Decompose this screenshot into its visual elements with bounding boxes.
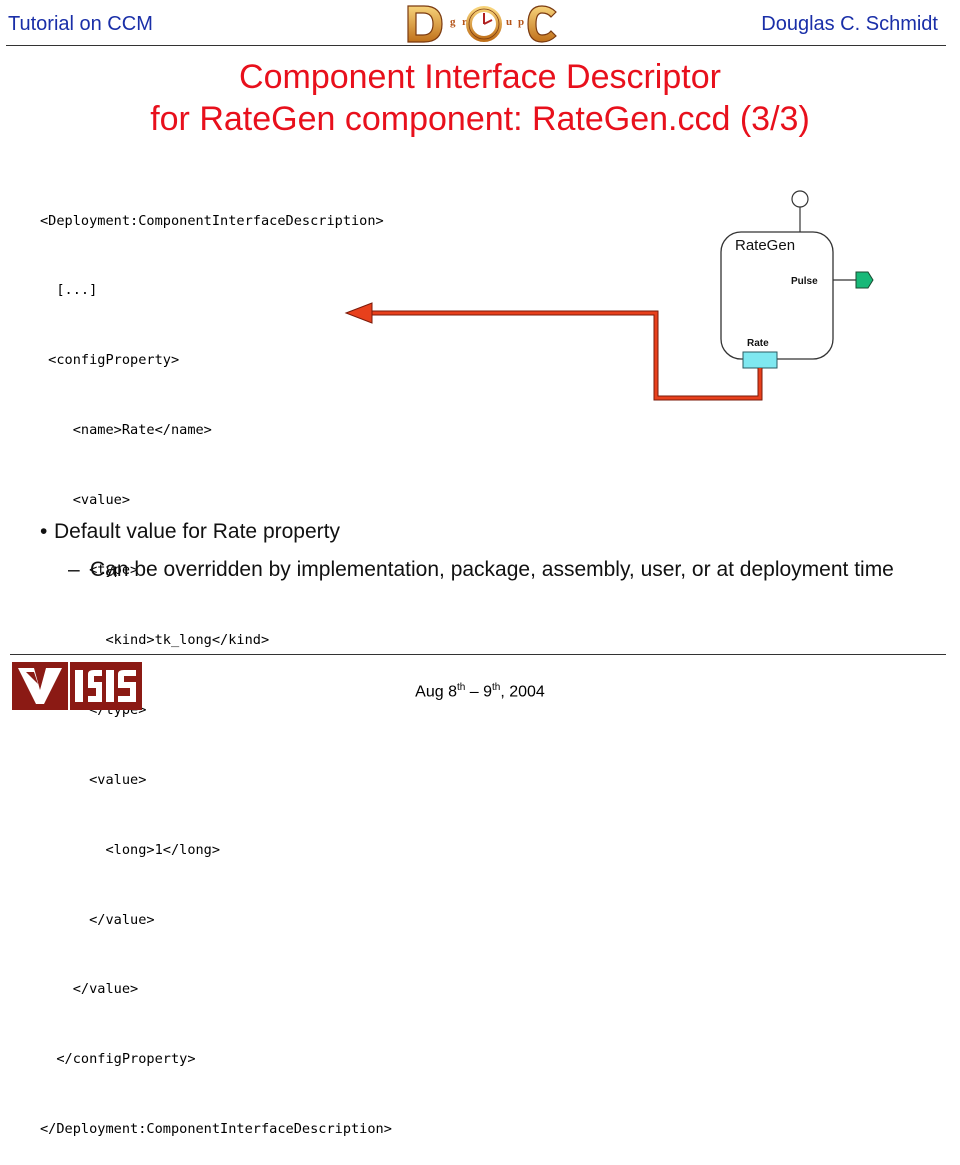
code-line: <value> [40, 771, 147, 788]
slide-title-line1: Component Interface Descriptor [239, 58, 721, 96]
date-sup-1: th [456, 682, 466, 693]
code-line: </value> [40, 911, 155, 928]
code-line: <Deployment:ComponentInterfaceDescriptio… [40, 212, 384, 229]
code-line: <configProperty> [40, 352, 180, 369]
sub-bullet-item: – Can be overridden by implementation, p… [40, 556, 910, 584]
rate-attribute-port-icon [742, 351, 778, 369]
footer-divider [10, 654, 946, 655]
logo-letter-r: r [462, 16, 467, 28]
pulse-event-source-icon [855, 271, 874, 289]
header-divider [6, 45, 946, 46]
date-sup-2: th [492, 682, 501, 693]
slide-title-line2: for RateGen component: RateGen.ccd (3/3) [150, 100, 810, 138]
logo-letter-p: p [518, 16, 524, 28]
arrow-head-icon [344, 302, 373, 324]
dash-icon: – [68, 558, 80, 581]
header-right-author: Douglas C. Schmidt [761, 13, 938, 35]
header-left-title: Tutorial on CCM [8, 13, 153, 35]
vanderbilt-isis-logo [12, 662, 142, 710]
code-line: [...] [40, 282, 98, 299]
rate-port-label: Rate [747, 338, 769, 349]
bullet-list: • Default value for Rate property – Can … [40, 518, 910, 584]
logo-letter-g: g [450, 16, 456, 28]
code-line: <long>1</long> [40, 841, 221, 858]
bullet-item: • Default value for Rate property [40, 518, 910, 546]
component-name-label: RateGen [735, 237, 795, 254]
sub-bullet-text: Can be overridden by implementation, pac… [90, 558, 894, 581]
footer-date: Aug 8th – 9th, 2004 [0, 682, 960, 701]
date-start: Aug 8 [415, 683, 457, 701]
doc-group-logo: g r u p [404, 3, 559, 45]
bullet-main-text: Default value for Rate property [54, 520, 340, 543]
code-line: </Deployment:ComponentInterfaceDescripti… [40, 1121, 392, 1138]
reference-arrow [370, 310, 763, 401]
code-line: <name>Rate</name> [40, 422, 212, 439]
pulse-port-label: Pulse [791, 276, 818, 287]
code-line: <value> [40, 492, 131, 509]
date-mid: – 9 [465, 683, 492, 701]
bullet-dot-icon: • [40, 520, 48, 543]
slide-title: Component Interface Descriptor for RateG… [0, 56, 960, 140]
logo-letter-u: u [506, 16, 512, 28]
component-diagram: RateGen Pulse Rate [344, 190, 874, 401]
code-line: </value> [40, 981, 139, 998]
code-line: </configProperty> [40, 1051, 196, 1068]
code-line: <type> [40, 562, 139, 579]
code-line: <kind>tk_long</kind> [40, 631, 270, 648]
date-end: , 2004 [500, 683, 545, 701]
facet-socket-icon [791, 190, 809, 208]
